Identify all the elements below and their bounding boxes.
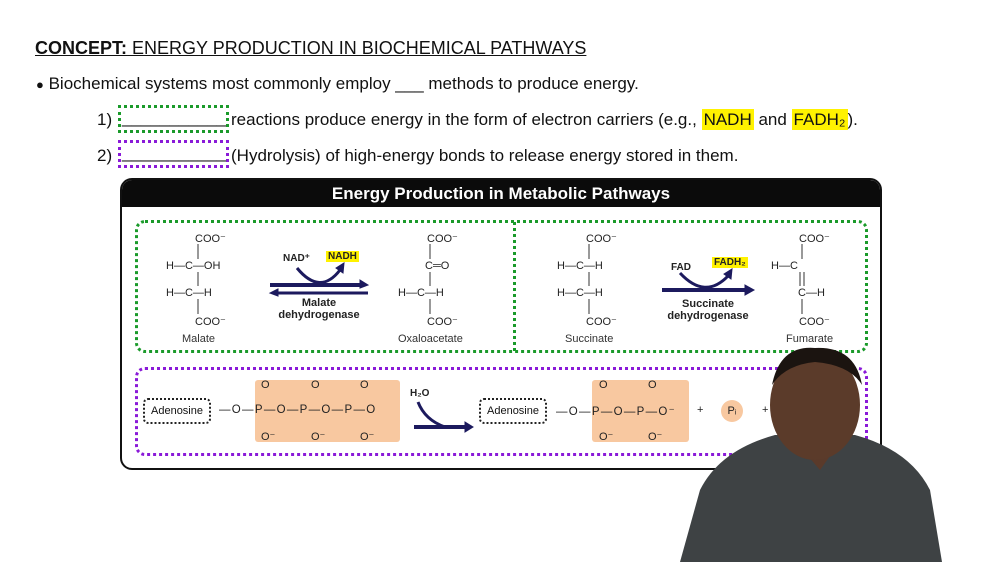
fadh2-highlight: FADH₂: [791, 109, 848, 130]
atp-om1: O⁻: [261, 431, 276, 443]
adp-o1: O: [599, 379, 608, 391]
adp-o2: O: [648, 379, 657, 391]
malate-bottom: COO⁻: [195, 316, 226, 328]
item-2-text: (Hydrolysis) of high-energy bonds to rel…: [231, 146, 739, 165]
fumarate-row1: H—C: [771, 260, 798, 272]
succinate-label: Succinate: [565, 333, 614, 345]
adp-phosphate-highlight: [592, 380, 689, 442]
bullet-line: ● Biochemical systems most commonly empl…: [36, 74, 639, 93]
concept-heading: CONCEPT: ENERGY PRODUCTION IN BIOCHEMICA…: [35, 38, 587, 58]
item-1-text: reactions produce energy in the form of …: [231, 109, 858, 130]
fumarate-label: Fumarate: [786, 333, 834, 345]
adp-om1: O⁻: [599, 431, 614, 443]
malate-row1: H—C—OH: [166, 260, 221, 272]
oxaloacetate-row1: C═O: [425, 260, 450, 272]
fumarate-bottom: COO⁻: [799, 316, 830, 328]
malate-top: COO⁻: [195, 233, 226, 245]
atp-o2: O: [311, 379, 320, 391]
fadh2-label: FADH₂: [712, 257, 748, 268]
water-label: H₂O: [410, 388, 430, 399]
atp-o1: O: [261, 379, 270, 391]
nad-label: NAD⁺: [283, 253, 310, 264]
atp-om2: O⁻: [311, 431, 326, 443]
atp-o3: O: [360, 379, 369, 391]
redox-reactions-box: [135, 220, 868, 353]
fumarate-top: COO⁻: [799, 233, 830, 245]
nadh-label: NADH: [326, 251, 359, 262]
presenter-video: [680, 347, 942, 562]
succinate-top: COO⁻: [586, 233, 617, 245]
adp-phosphate-chain: —O—P—O—P—O⁻: [556, 406, 677, 418]
plus-sign-1: +: [697, 404, 704, 416]
succinate-bottom: COO⁻: [586, 316, 617, 328]
malate-row2: H—C—H: [166, 287, 212, 299]
blank-box-2: [118, 140, 229, 168]
blank-box-1: [118, 105, 229, 133]
adp-om2: O⁻: [648, 431, 663, 443]
nadh-highlight: NADH: [701, 109, 754, 130]
atp-phosphate-highlight: [255, 380, 400, 442]
malate-label: Malate: [182, 333, 216, 345]
item-2-number: 2): [97, 146, 113, 165]
oxaloacetate-label: Oxaloacetate: [398, 333, 463, 345]
redox-divider: [513, 222, 516, 351]
plus-sign-2: +: [762, 404, 769, 416]
succinate-row1: H—C—H: [557, 260, 603, 272]
adp-adenosine-box: Adenosine: [479, 398, 547, 424]
diagram-title: Energy Production in Metabolic Pathways: [122, 180, 880, 207]
oxaloacetate-row2: H—C—H: [398, 287, 444, 299]
item-1-number: 1): [97, 110, 113, 129]
blank-2: ___________: [122, 143, 227, 162]
hydrolysis-box: [135, 367, 868, 456]
atp-om3: O⁻: [360, 431, 375, 443]
fad-label: FAD: [671, 262, 691, 273]
diagram-frame: Energy Production in Metabolic Pathways: [120, 178, 882, 470]
inorganic-phosphate: Pᵢ: [721, 400, 743, 422]
fumarate-row2: C—H: [798, 287, 825, 299]
oxaloacetate-bottom: COO⁻: [427, 316, 458, 328]
succinate-row2: H—C—H: [557, 287, 603, 299]
atp-adenosine-box: Adenosine: [143, 398, 211, 424]
oxaloacetate-top: COO⁻: [427, 233, 458, 245]
atp-phosphate-chain: —O—P—O—P—O—P—O: [219, 404, 377, 416]
blank-1: ___________: [122, 108, 227, 127]
